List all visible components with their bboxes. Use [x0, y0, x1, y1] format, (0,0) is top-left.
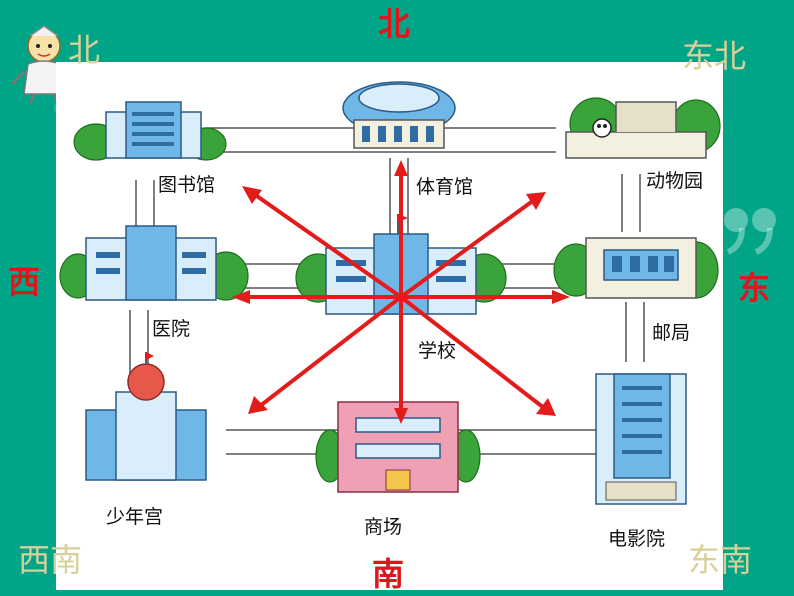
gym-label: 体育馆 — [416, 176, 474, 198]
childrens-palace-label: 少年宫 — [106, 506, 164, 528]
arrow-northwest-head — [242, 186, 262, 204]
arrow-west-head — [232, 290, 250, 304]
hospital-building — [59, 225, 249, 301]
arrow-northwest — [252, 192, 403, 299]
direction-east: 东 — [738, 269, 771, 307]
direction-south: 南 — [372, 555, 405, 593]
direction-west: 西 — [8, 263, 41, 301]
arrow-southwest — [258, 295, 403, 408]
direction-north: 北 — [378, 5, 411, 43]
hospital-label: 医院 — [152, 318, 191, 340]
direction-northwest: 北 — [68, 31, 101, 69]
childrens-palace-building — [85, 352, 207, 481]
direction-arrows — [232, 160, 570, 424]
school-label: 学校 — [418, 340, 457, 362]
mall-label: 商场 — [364, 516, 403, 538]
mall-building — [315, 401, 481, 493]
cinema-label: 电影院 — [608, 528, 666, 550]
arrow-northeast — [399, 198, 536, 299]
zoo-building — [565, 97, 721, 159]
library-label: 图书馆 — [158, 174, 216, 196]
zoo-label: 动物园 — [646, 170, 704, 192]
post-office-label: 邮局 — [652, 322, 691, 344]
arrow-south-head — [394, 408, 408, 424]
gym-building — [342, 81, 456, 149]
arrow-southeast — [399, 295, 546, 410]
post-office-building — [553, 237, 719, 299]
arrow-northeast-head — [526, 192, 546, 210]
direction-northeast: 东北 — [682, 37, 747, 75]
library-building — [73, 101, 227, 161]
arrow-southeast-head — [536, 398, 556, 416]
direction-southeast: 东南 — [688, 541, 753, 579]
direction-southwest: 西南 — [18, 541, 83, 579]
map-drawing — [59, 81, 721, 505]
quote-mark-icon — [724, 208, 776, 255]
arrow-southwest-head — [248, 396, 268, 414]
arrow-north-head — [394, 160, 408, 176]
cinema-building — [595, 373, 687, 505]
arrow-east-head — [552, 290, 570, 304]
map-card: 图书馆 体育馆 动物园 医院 学校 邮局 少年宫 商场 电影院 — [56, 62, 723, 590]
